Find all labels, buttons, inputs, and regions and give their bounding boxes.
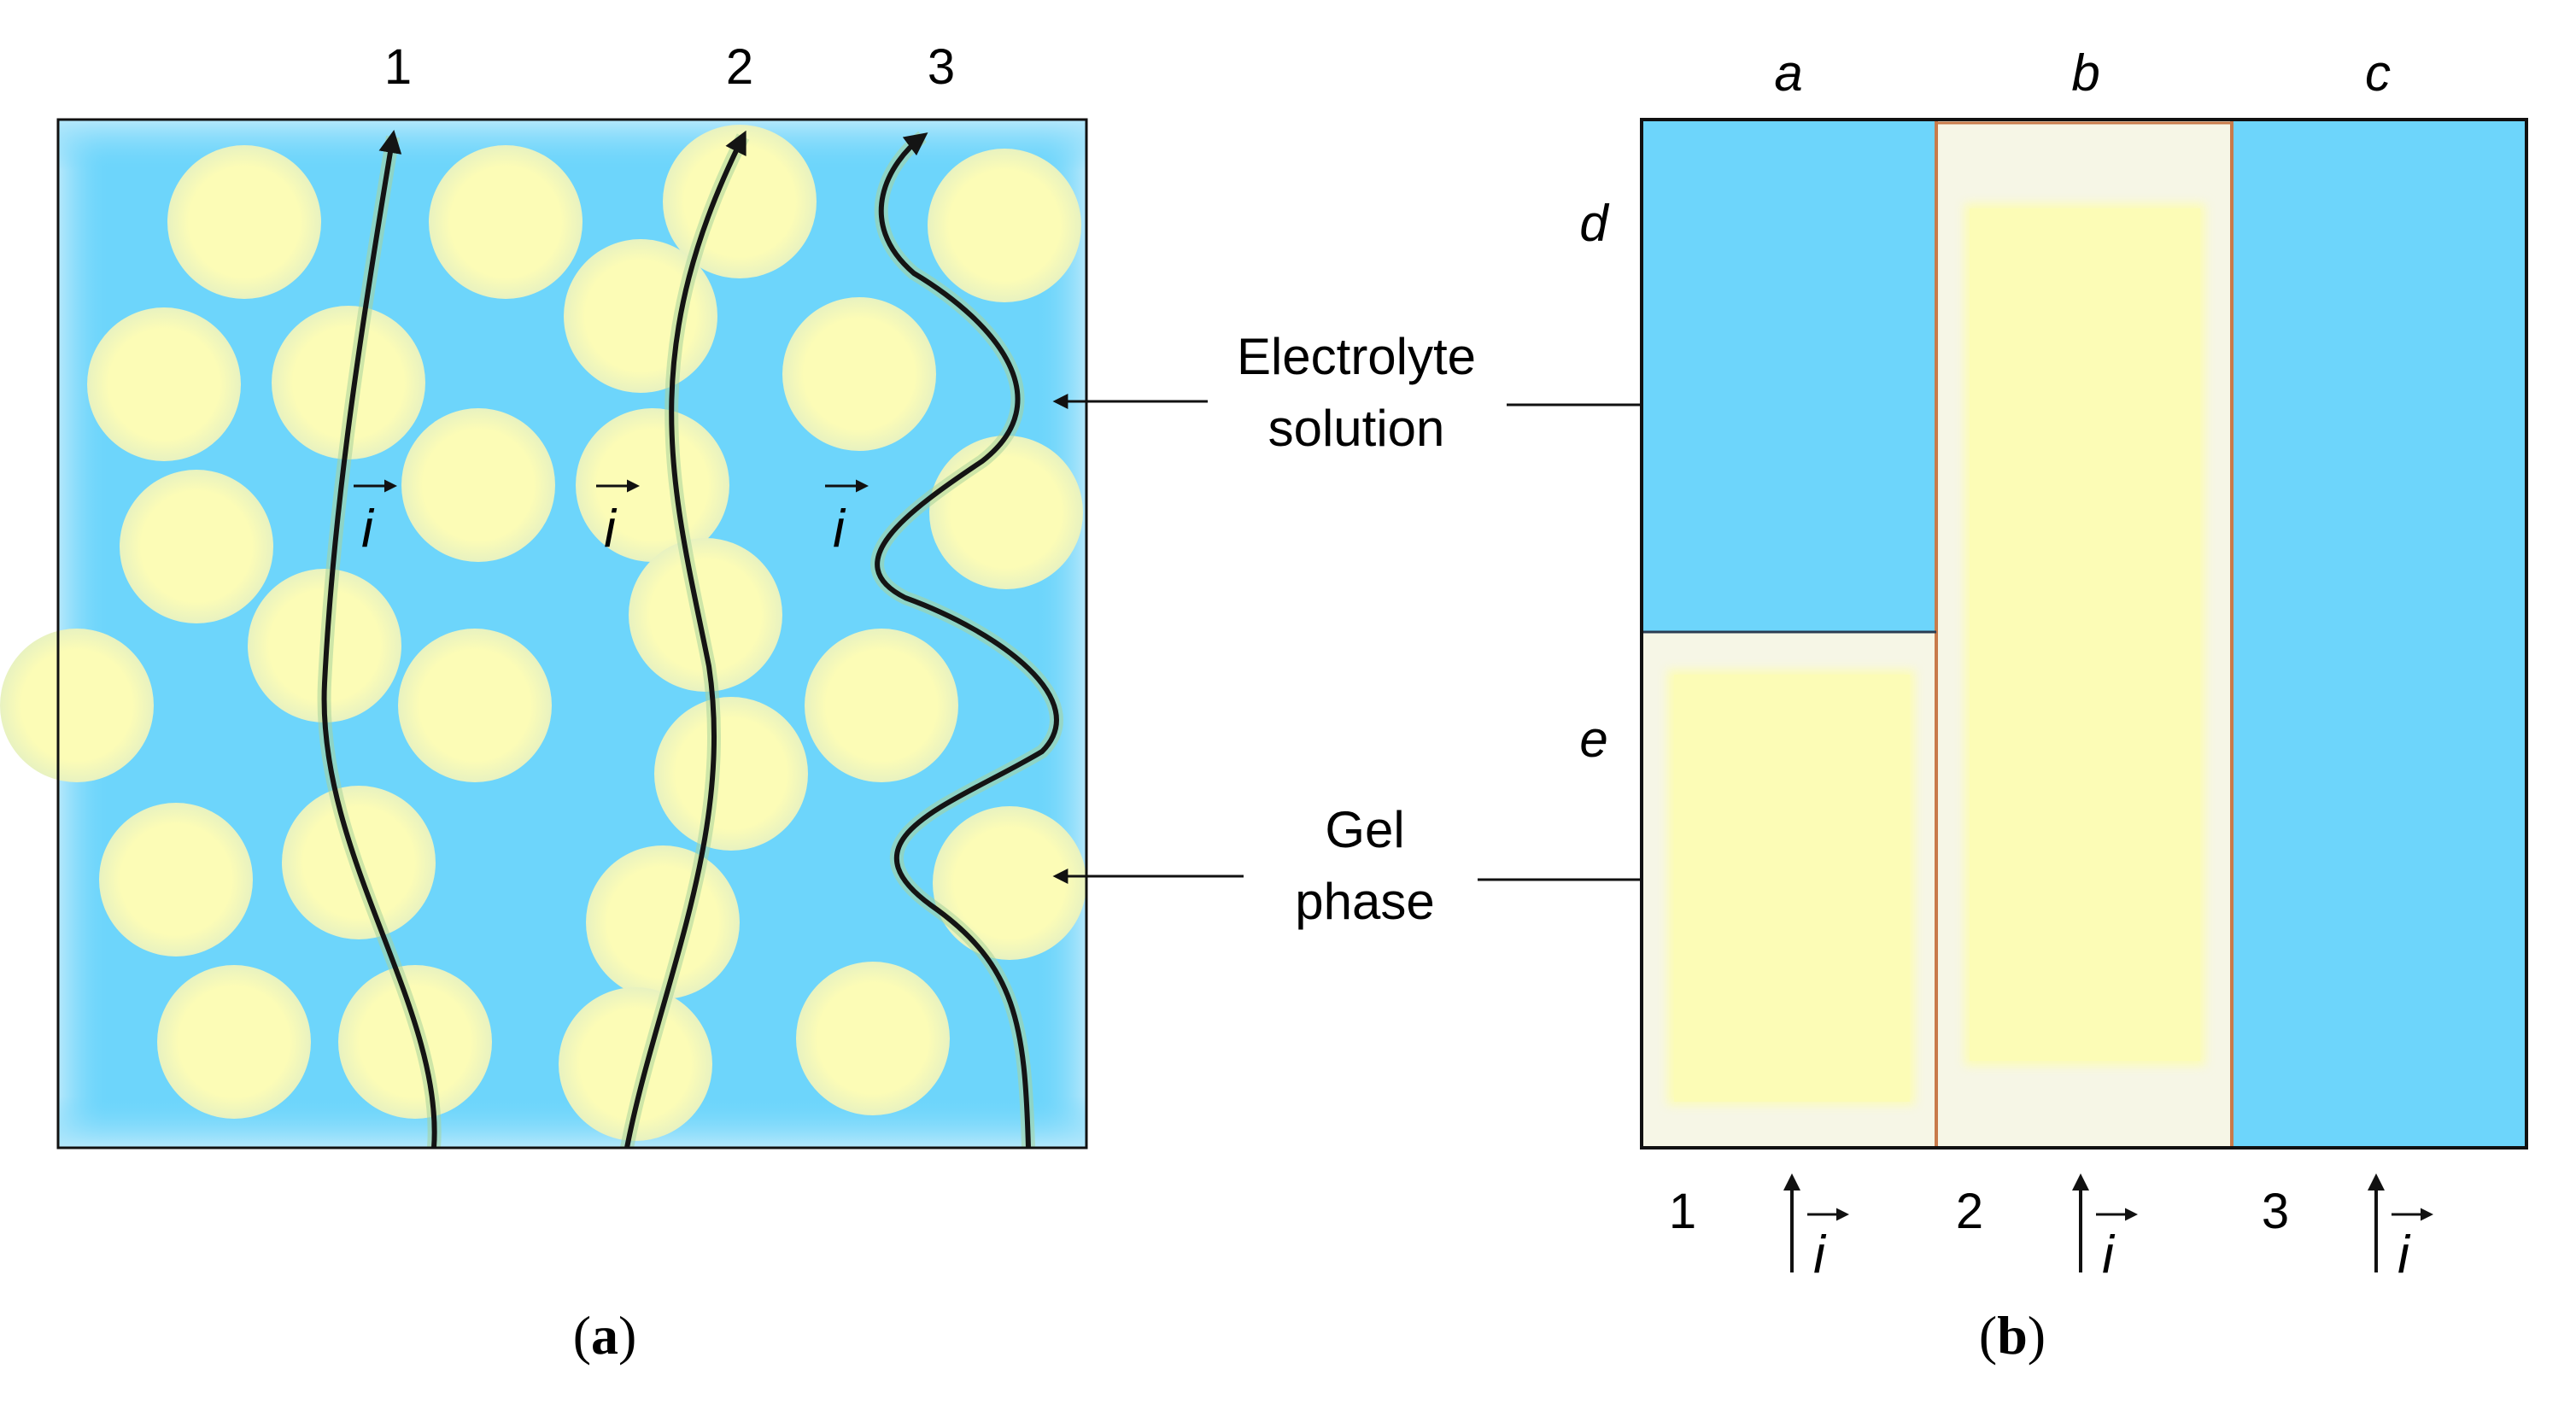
block-a-electrolyte xyxy=(1642,121,1935,632)
current-symbol: i xyxy=(604,500,618,559)
caption-a-open: ( xyxy=(573,1305,591,1366)
path-label-2: 2 xyxy=(726,39,753,95)
current-symbol: i xyxy=(1813,1226,1827,1284)
current-symbol: i xyxy=(361,500,375,559)
current-vector-a2: i xyxy=(596,479,640,559)
gel-particle xyxy=(167,145,321,299)
gel-particle xyxy=(398,629,552,782)
conduction-path-1 xyxy=(321,130,437,1149)
current-flow-b2: i xyxy=(2072,1173,2138,1284)
gel-particle xyxy=(805,629,958,782)
caption-b-open: ( xyxy=(1979,1305,1997,1366)
row-label-d: d xyxy=(1579,195,1609,252)
current-symbol: i xyxy=(2102,1226,2116,1284)
current-vector-a3: i xyxy=(825,479,869,559)
gel-particle xyxy=(654,697,808,851)
gel-particle xyxy=(796,962,950,1115)
legend-gel-line1: Gel xyxy=(1325,801,1404,858)
caption-a-letter: a xyxy=(591,1305,618,1366)
current-vector-a1: i xyxy=(354,479,397,559)
gel-particle xyxy=(120,470,273,623)
b-path-label-2: 2 xyxy=(1956,1184,1983,1239)
path-label-3: 3 xyxy=(928,39,955,95)
column-label-b: b xyxy=(2071,44,2099,102)
gel-particle xyxy=(99,803,253,956)
gel-particle xyxy=(933,806,1086,960)
panel-a-frame xyxy=(56,118,1088,1150)
conduction-paths xyxy=(317,130,1063,1150)
current-symbol: i xyxy=(833,500,846,559)
current-symbol: i xyxy=(2397,1226,2411,1284)
current-flow-b3: i xyxy=(2368,1173,2433,1284)
caption-a-close: ) xyxy=(618,1305,636,1366)
panel-b: a b c d e 1 2 3 i i i (b) xyxy=(1579,44,2528,1366)
gel-particle xyxy=(87,307,241,461)
gel-particle xyxy=(0,629,154,782)
block-b-gel-core xyxy=(1970,208,2200,1061)
gel-particle xyxy=(586,845,740,999)
conduction-path-2 xyxy=(624,130,746,1149)
gel-particle xyxy=(157,965,311,1119)
gel-particle xyxy=(401,408,555,562)
caption-a: (a) xyxy=(573,1305,637,1366)
gel-particle xyxy=(559,987,712,1141)
gel-particle xyxy=(782,297,936,451)
legend: Electrolyte solution Gel phase xyxy=(1052,328,1688,930)
column-label-a: a xyxy=(1774,44,1802,102)
b-path-label-3: 3 xyxy=(2262,1184,2289,1239)
column-label-c: c xyxy=(2365,44,2391,102)
conduction-path-3 xyxy=(875,132,1059,1149)
path-label-1: 1 xyxy=(384,39,412,95)
gel-particle xyxy=(929,436,1083,589)
gel-particle xyxy=(928,149,1081,302)
panel-b-frame xyxy=(1640,118,2528,1150)
row-label-e: e xyxy=(1579,711,1607,768)
caption-b-close: ) xyxy=(2028,1305,2046,1366)
caption-b-letter: b xyxy=(1997,1305,2028,1366)
b-path-label-1: 1 xyxy=(1669,1184,1696,1239)
current-flow-b1: i xyxy=(1783,1173,1849,1284)
gel-particle xyxy=(629,538,782,692)
legend-electrolyte-line2: solution xyxy=(1268,400,1445,457)
gel-particle xyxy=(576,408,729,562)
legend-electrolyte-line1: Electrolyte xyxy=(1237,328,1476,385)
caption-b: (b) xyxy=(1979,1305,2046,1366)
gel-particle xyxy=(429,145,583,299)
block-a-gel-core xyxy=(1674,675,1910,1102)
legend-gel-line2: phase xyxy=(1295,873,1434,930)
panel-a: 1 2 3 i i i (a) xyxy=(0,39,1088,1366)
block-c-electrolyte xyxy=(2233,121,2525,1146)
